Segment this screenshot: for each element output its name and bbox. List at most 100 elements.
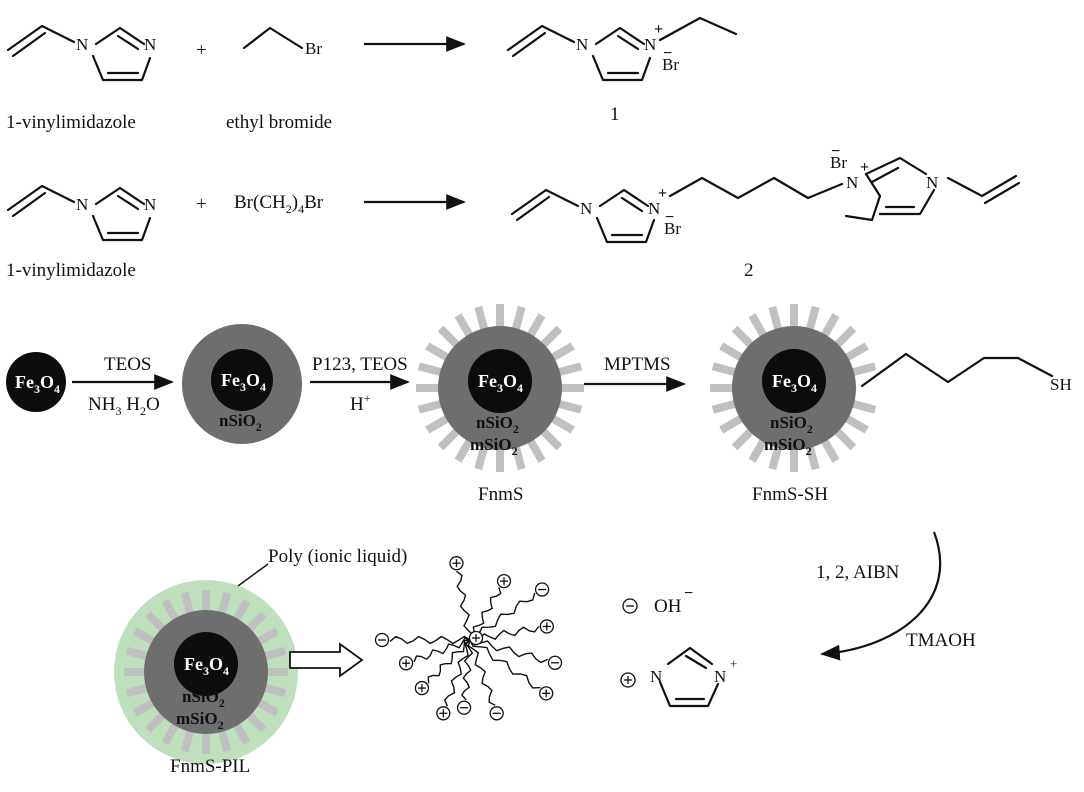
polymer-chain bbox=[413, 637, 471, 663]
silica-spike bbox=[145, 611, 168, 634]
n-atom: N bbox=[76, 35, 88, 54]
svg-text:nSiO2: nSiO2 bbox=[219, 411, 262, 434]
step1-reagent-bottom: NH3 H2O bbox=[88, 394, 160, 418]
pil-callout-label: Poly (ionic liquid) bbox=[268, 546, 407, 567]
silica-spike bbox=[819, 313, 840, 340]
silica-spike bbox=[145, 710, 168, 733]
silica-spike bbox=[244, 611, 267, 634]
svg-text:−: − bbox=[684, 585, 693, 602]
silica-spike bbox=[417, 399, 446, 414]
silica-spike bbox=[719, 413, 746, 434]
silica-spike bbox=[538, 426, 563, 451]
svg-text:+: + bbox=[730, 656, 737, 671]
silica-spike bbox=[548, 413, 575, 434]
silica-spike bbox=[425, 413, 452, 434]
n-atom: N bbox=[144, 35, 156, 54]
fe3o4-core-bare: Fe3O4 bbox=[6, 352, 66, 412]
mesoporous-silica-spikes bbox=[710, 304, 877, 472]
cation-symbol bbox=[496, 573, 512, 589]
silica-spike bbox=[425, 342, 452, 363]
svg-text:Fe3O4: Fe3O4 bbox=[221, 370, 266, 394]
anion-symbol bbox=[456, 700, 472, 715]
plus-charge: + bbox=[658, 185, 667, 202]
br-anion: Br bbox=[830, 153, 847, 172]
n-atom: N bbox=[926, 173, 938, 192]
silica-spike bbox=[805, 305, 820, 334]
ethyl-bromide-structure: Br bbox=[242, 26, 322, 58]
dibromobutane-label: Br(CH2)4Br bbox=[234, 192, 324, 216]
cation-symbol bbox=[468, 630, 484, 646]
plus-charge: + bbox=[860, 159, 869, 176]
silica-spike bbox=[474, 305, 489, 334]
n-plus-atom: N bbox=[644, 35, 656, 54]
silica-spike bbox=[454, 313, 475, 340]
label-1-vinylimidazole: 1-vinylimidazole bbox=[6, 260, 136, 281]
silica-spike bbox=[832, 426, 857, 451]
silica-spike bbox=[244, 710, 267, 733]
polymer-chain bbox=[461, 639, 474, 701]
label-product-1: 1 bbox=[610, 104, 620, 125]
silica-spike bbox=[842, 413, 869, 434]
svg-text:mSiO2: mSiO2 bbox=[176, 709, 224, 732]
step3-reagent: MPTMS bbox=[604, 354, 671, 375]
silica-spike bbox=[437, 426, 462, 451]
silica-spike bbox=[554, 399, 583, 414]
br-anion: Br bbox=[664, 219, 681, 238]
n-atom: N bbox=[580, 199, 592, 218]
silica-spike bbox=[711, 399, 740, 414]
silica-spike bbox=[538, 325, 563, 350]
minus-charge: − bbox=[665, 209, 674, 226]
product-2-structure: N N + Br − N + Br − N bbox=[510, 143, 1021, 244]
svg-text:OH: OH bbox=[654, 596, 682, 617]
anion-symbol bbox=[374, 632, 390, 648]
silica-spike bbox=[161, 598, 181, 624]
label-fnms-sh: FnmS-SH bbox=[752, 484, 828, 505]
cation-symbol bbox=[414, 680, 430, 696]
n-atom: N bbox=[144, 195, 156, 214]
label-product-2: 2 bbox=[744, 260, 754, 281]
silica-spike bbox=[511, 305, 526, 334]
silica-spike bbox=[719, 342, 746, 363]
label-1-vinylimidazole: 1-vinylimidazole bbox=[6, 112, 136, 133]
svg-text:Fe3O4: Fe3O4 bbox=[184, 654, 229, 678]
silica-spike bbox=[842, 342, 869, 363]
label-fnms-pil: FnmS-PIL bbox=[170, 756, 250, 777]
plus-sign: + bbox=[196, 40, 207, 61]
product-1-structure: N N + Br − bbox=[506, 16, 738, 82]
plus-sign: + bbox=[196, 194, 207, 215]
polymer-chain bbox=[469, 639, 541, 689]
anion-symbol bbox=[534, 582, 550, 597]
minus-charge: − bbox=[831, 143, 840, 160]
svg-text:nSiO2: nSiO2 bbox=[770, 413, 813, 436]
silica-spike bbox=[731, 426, 756, 451]
poly-ionic-liquid-brush bbox=[374, 556, 563, 721]
silica-spike bbox=[805, 442, 820, 471]
step2-reagent-top: P123, TEOS bbox=[312, 354, 408, 375]
silica-spike bbox=[231, 598, 251, 624]
n-plus-atom: N bbox=[846, 173, 858, 192]
silica-spike bbox=[260, 683, 287, 698]
polymer-chain bbox=[469, 592, 536, 641]
silica-spike bbox=[554, 362, 583, 377]
silica-spike bbox=[548, 342, 575, 363]
reagents-top: 1, 2, AIBN bbox=[816, 562, 900, 583]
svg-text:mSiO2: mSiO2 bbox=[470, 435, 518, 458]
anion-symbol bbox=[547, 655, 563, 670]
silica-spike bbox=[417, 362, 446, 377]
silica-spike bbox=[748, 436, 769, 463]
silica-spike bbox=[731, 325, 756, 350]
silica-spike bbox=[231, 720, 251, 746]
silica-spike bbox=[848, 399, 877, 414]
cation-symbol bbox=[398, 656, 414, 671]
silica-spike bbox=[437, 325, 462, 350]
cation-symbol bbox=[449, 556, 464, 571]
silica-spike bbox=[819, 436, 840, 463]
svg-text:N: N bbox=[650, 667, 662, 686]
silica-spike bbox=[525, 313, 546, 340]
fnms-pil-particle: Fe3O4 nSiO2 mSiO2 bbox=[114, 580, 298, 764]
polymer-chain bbox=[469, 639, 548, 664]
vinylimidazole-structure-1: N N bbox=[6, 24, 156, 82]
anion-symbol bbox=[489, 706, 504, 721]
hollow-arrow bbox=[289, 642, 364, 678]
